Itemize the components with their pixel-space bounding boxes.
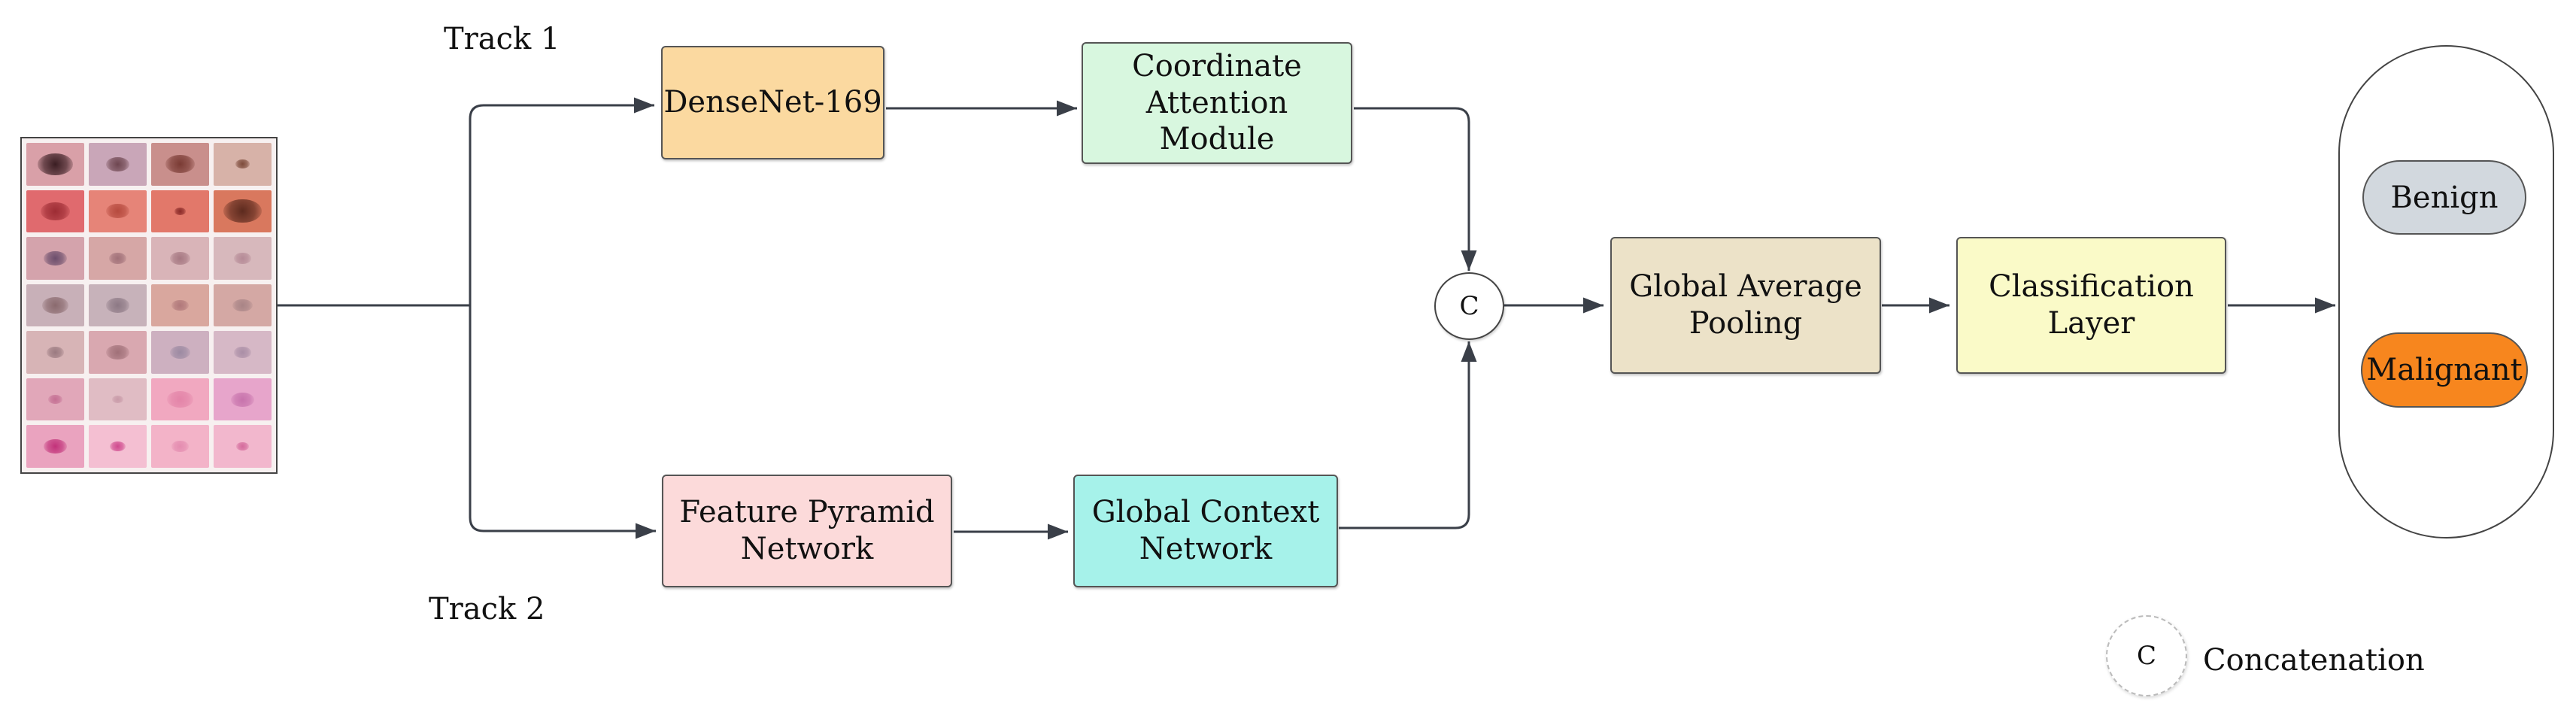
lesion-spot (232, 299, 253, 312)
lesion-thumbnail (89, 143, 147, 186)
lesion-thumbnail (26, 284, 84, 327)
lesion-thumbnail (214, 190, 272, 233)
gc-to-concat-arrow (1339, 341, 1477, 529)
lesion-spot (38, 153, 73, 175)
global-context-network-block: Global Context Network (1073, 475, 1338, 587)
lesion-spot (165, 155, 195, 174)
track1-branch-arrow (469, 97, 654, 305)
lesion-thumbnail (214, 425, 272, 468)
lesion-spot (167, 391, 193, 408)
lesion-spot (236, 442, 249, 451)
track-1-label: Track 1 (444, 22, 560, 56)
benign-class-pill: Benign (2362, 160, 2526, 235)
lesion-spot (108, 253, 127, 264)
lesion-thumbnail (89, 237, 147, 280)
lesion-thumbnail (89, 190, 147, 233)
lesion-spot (111, 396, 124, 403)
lesion-thumbnail (26, 425, 84, 468)
lesion-thumbnail (26, 143, 84, 186)
legend-concatenation-symbol: C (2106, 615, 2187, 696)
lesion-spot (106, 298, 129, 313)
global-average-pooling-block: Global Average Pooling (1610, 237, 1881, 374)
lesion-thumbnail (89, 378, 147, 421)
lesion-thumbnail (26, 378, 84, 421)
lesion-thumbnail (26, 190, 84, 233)
track-2-label: Track 2 (429, 592, 545, 626)
lesion-thumbnail (89, 331, 147, 374)
lesion-spot (233, 253, 252, 264)
lesion-spot (106, 344, 129, 360)
legend-concatenation-label: Concatenation (2203, 643, 2425, 678)
output-classes-container (2338, 45, 2554, 538)
lesion-spot (46, 347, 65, 358)
concatenation-node: C (1434, 272, 1504, 340)
lesion-thumbnail (26, 237, 84, 280)
lesion-spot (44, 439, 67, 454)
lesion-thumbnail (151, 284, 209, 327)
lesion-spot (171, 299, 190, 311)
malignant-class-pill: Malignant (2361, 332, 2528, 408)
lesion-thumbnail (151, 237, 209, 280)
lesion-spot (170, 346, 190, 359)
lesion-spot (223, 199, 262, 223)
lesion-thumbnail (89, 425, 147, 468)
densenet-169-block: DenseNet-169 (661, 46, 884, 159)
classification-layer-block: Classification Layer (1956, 237, 2226, 374)
lesion-thumbnail (151, 190, 209, 233)
lesion-spot (44, 250, 67, 266)
lesion-spot (42, 297, 68, 314)
lesion-spot (171, 441, 190, 452)
lesion-spot (109, 441, 126, 452)
lesion-spot (41, 202, 70, 220)
track2-branch-arrow (469, 305, 656, 539)
lesion-spot (235, 159, 250, 169)
lesion-thumbnail (26, 331, 84, 374)
lesion-thumbnail (151, 425, 209, 468)
lesion-thumbnail (151, 378, 209, 421)
lesion-spot (174, 208, 187, 215)
lesion-thumbnail (151, 331, 209, 374)
ca-to-concat-arrow (1354, 107, 1477, 271)
lesion-thumbnail (214, 378, 272, 421)
lesion-spot (231, 392, 254, 407)
input-lesion-images (20, 137, 278, 474)
lesion-spot (170, 252, 190, 265)
lesion-spot (106, 204, 129, 219)
lesion-spot (233, 347, 252, 358)
lesion-thumbnail (214, 237, 272, 280)
lesion-spot (106, 156, 129, 171)
lesion-thumbnail (214, 143, 272, 186)
feature-pyramid-network-block: Feature Pyramid Network (662, 475, 952, 587)
lesion-thumbnail (151, 143, 209, 186)
lesion-thumbnail (214, 331, 272, 374)
coordinate-attention-module-block: Coordinate Attention Module (1082, 42, 1352, 164)
lesion-thumbnail (89, 284, 147, 327)
lesion-spot (47, 395, 63, 405)
lesion-thumbnail (214, 284, 272, 327)
